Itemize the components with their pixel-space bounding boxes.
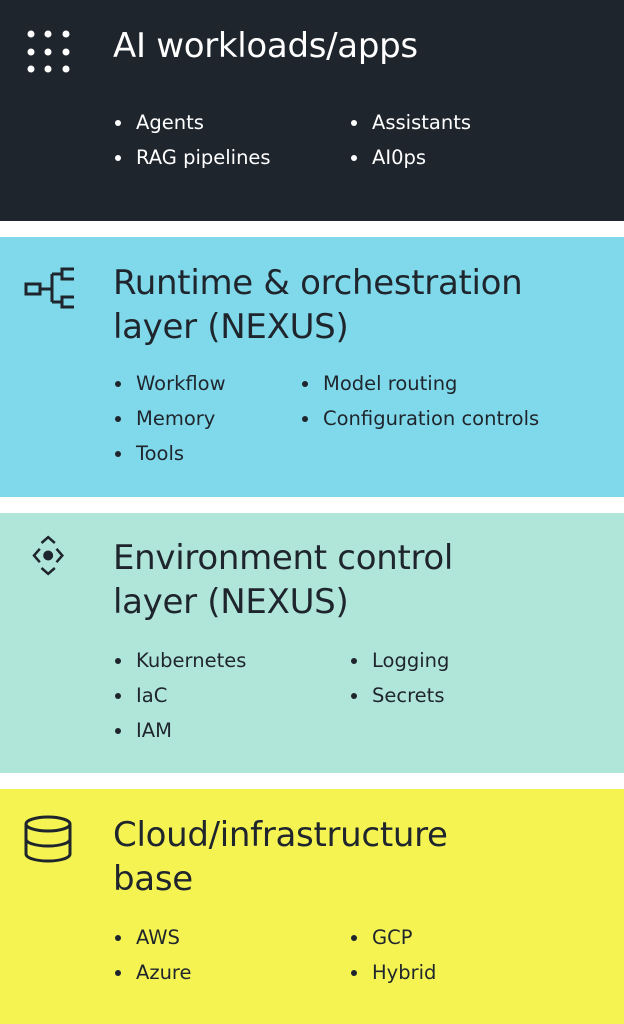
list-item: Hybrid <box>351 955 436 990</box>
title-line: AI workloads/apps <box>113 26 418 66</box>
bullet-list-right: Model routing Configuration controls <box>302 366 539 436</box>
bullet-list-right: Logging Secrets <box>351 643 449 713</box>
layer-title: AI workloads/apps <box>113 24 418 68</box>
list-item: Assistants <box>351 105 471 140</box>
list-item: GCP <box>351 920 436 955</box>
bullet-list-left: Workflow Memory Tools <box>115 366 226 471</box>
list-item: Workflow <box>115 366 226 401</box>
target-diamond-icon <box>32 535 64 576</box>
grid-dots-icon <box>27 30 70 73</box>
title-line: Environment control <box>113 538 454 578</box>
layer-title: Runtime & orchestration layer (NEXUS) <box>113 261 523 349</box>
layer-environment-control: Environment control layer (NEXUS) Kubern… <box>0 513 624 773</box>
title-line: Cloud/infrastructure <box>113 815 448 855</box>
list-item: Model routing <box>302 366 539 401</box>
bullet-list-left: AWS Azure <box>115 920 192 990</box>
list-item: Agents <box>115 105 271 140</box>
list-item: Azure <box>115 955 192 990</box>
database-icon <box>24 815 72 863</box>
list-item: IaC <box>115 678 246 713</box>
bullet-list-left: Agents RAG pipelines <box>115 105 271 175</box>
list-item: AWS <box>115 920 192 955</box>
layer-title: Environment control layer (NEXUS) <box>113 536 453 624</box>
list-item: AI0ps <box>351 140 471 175</box>
layer-ai-workloads: AI workloads/apps Agents RAG pipelines A… <box>0 0 624 221</box>
title-line: layer (NEXUS) <box>113 582 349 622</box>
title-line: Runtime & orchestration <box>113 263 523 303</box>
list-item: IAM <box>115 713 246 748</box>
bullet-list-left: Kubernetes IaC IAM <box>115 643 246 748</box>
layer-runtime-orchestration: Runtime & orchestration layer (NEXUS) Wo… <box>0 237 624 497</box>
hierarchy-icon <box>24 267 74 309</box>
layer-cloud-infrastructure: Cloud/infrastructure base AWS Azure GCP … <box>0 789 624 1024</box>
title-line: base <box>113 859 193 899</box>
list-item: Kubernetes <box>115 643 246 678</box>
title-line: layer (NEXUS) <box>113 307 349 347</box>
list-item: Secrets <box>351 678 449 713</box>
list-item: RAG pipelines <box>115 140 271 175</box>
list-item: Memory <box>115 401 226 436</box>
bullet-list-right: Assistants AI0ps <box>351 105 471 175</box>
bullet-list-right: GCP Hybrid <box>351 920 436 990</box>
list-item: Configuration controls <box>302 401 539 436</box>
list-item: Logging <box>351 643 449 678</box>
list-item: Tools <box>115 436 226 471</box>
layer-title: Cloud/infrastructure base <box>113 813 448 901</box>
